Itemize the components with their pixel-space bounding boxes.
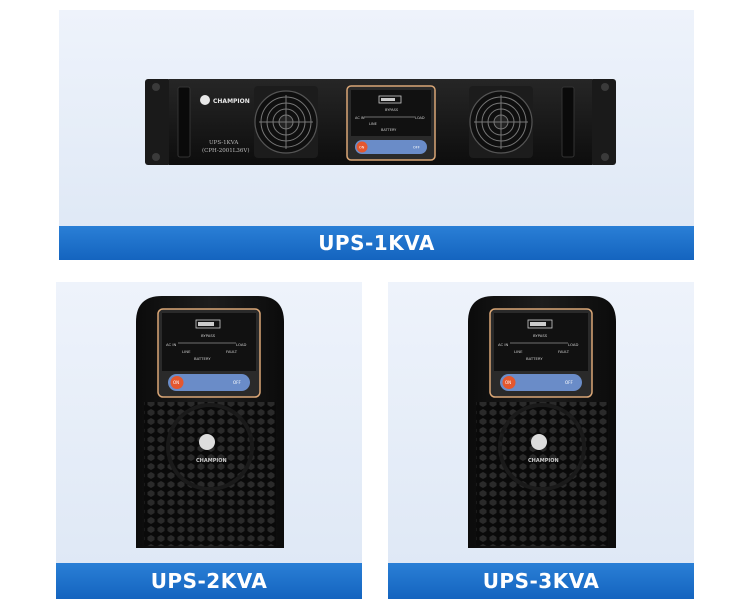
rack-ups-image: CHAMPION UPS-1KVA (CPH-2001L36V) BYPASS … [145,79,616,165]
svg-text:LINE: LINE [182,349,191,354]
svg-text:BYPASS: BYPASS [385,108,399,112]
svg-text:LINE: LINE [514,349,523,354]
svg-text:LOAD: LOAD [236,342,246,347]
svg-text:FAULT: FAULT [226,349,238,354]
svg-text:CHAMPION: CHAMPION [196,458,227,464]
on-button [170,376,184,389]
tower-ups-image: CHAMPION BYPASS AC IN LOAD LINE BATTERY … [136,296,284,548]
svg-text:ON: ON [359,146,365,150]
brand-logo-icon [199,434,215,450]
svg-text:ON: ON [505,380,511,385]
svg-text:OFF: OFF [233,380,241,385]
svg-text:AC IN: AC IN [166,342,177,347]
product-label: UPS-1KVA [59,226,694,260]
svg-text:BATTERY: BATTERY [526,356,543,361]
svg-text:BATTERY: BATTERY [194,356,211,361]
fan-right-icon [469,86,533,158]
svg-text:CHAMPION: CHAMPION [528,458,559,464]
product-card-ups-3kva: CHAMPION BYPASS AC IN LOAD LINE BATTERY … [388,282,694,599]
svg-text:CHAMPION: CHAMPION [213,98,250,105]
svg-text:BATTERY: BATTERY [381,128,397,132]
svg-text:AC IN: AC IN [498,342,509,347]
svg-text:AC IN: AC IN [355,116,365,120]
fan-left-icon [254,86,318,158]
svg-text:LOAD: LOAD [415,116,425,120]
product-label: UPS-2KVA [56,563,362,599]
control-panel: BYPASS AC IN LOAD LINE BATTERY FAULT ON … [489,308,593,398]
svg-text:ON: ON [173,380,179,385]
svg-text:BYPASS: BYPASS [533,333,548,338]
product-card-ups-1kva: CHAMPION UPS-1KVA (CPH-2001L36V) BYPASS … [59,10,694,260]
svg-text:OFF: OFF [413,146,420,150]
brand-logo-icon [200,95,210,105]
control-panel: BYPASS AC IN LOAD LINE BATTERY FAULT ON … [157,308,261,398]
product-card-ups-2kva: CHAMPION BYPASS AC IN LOAD LINE BATTERY … [56,282,362,599]
svg-text:FAULT: FAULT [558,349,570,354]
control-panel: BYPASS AC IN LOAD LINE BATTERY ON OFF [346,85,436,161]
tower-ups-image: CHAMPION BYPASS AC IN LOAD LINE BATTERY … [468,296,616,548]
svg-text:BYPASS: BYPASS [201,333,216,338]
product-label: UPS-3KVA [388,563,694,599]
svg-text:LOAD: LOAD [568,342,578,347]
svg-text:UPS-1KVA: UPS-1KVA [209,140,239,146]
on-button [502,376,516,389]
on-button [356,141,368,153]
svg-text:(CPH-2001L36V): (CPH-2001L36V) [202,147,249,154]
svg-text:LINE: LINE [369,122,377,126]
brand-logo-icon [531,434,547,450]
svg-text:OFF: OFF [565,380,573,385]
